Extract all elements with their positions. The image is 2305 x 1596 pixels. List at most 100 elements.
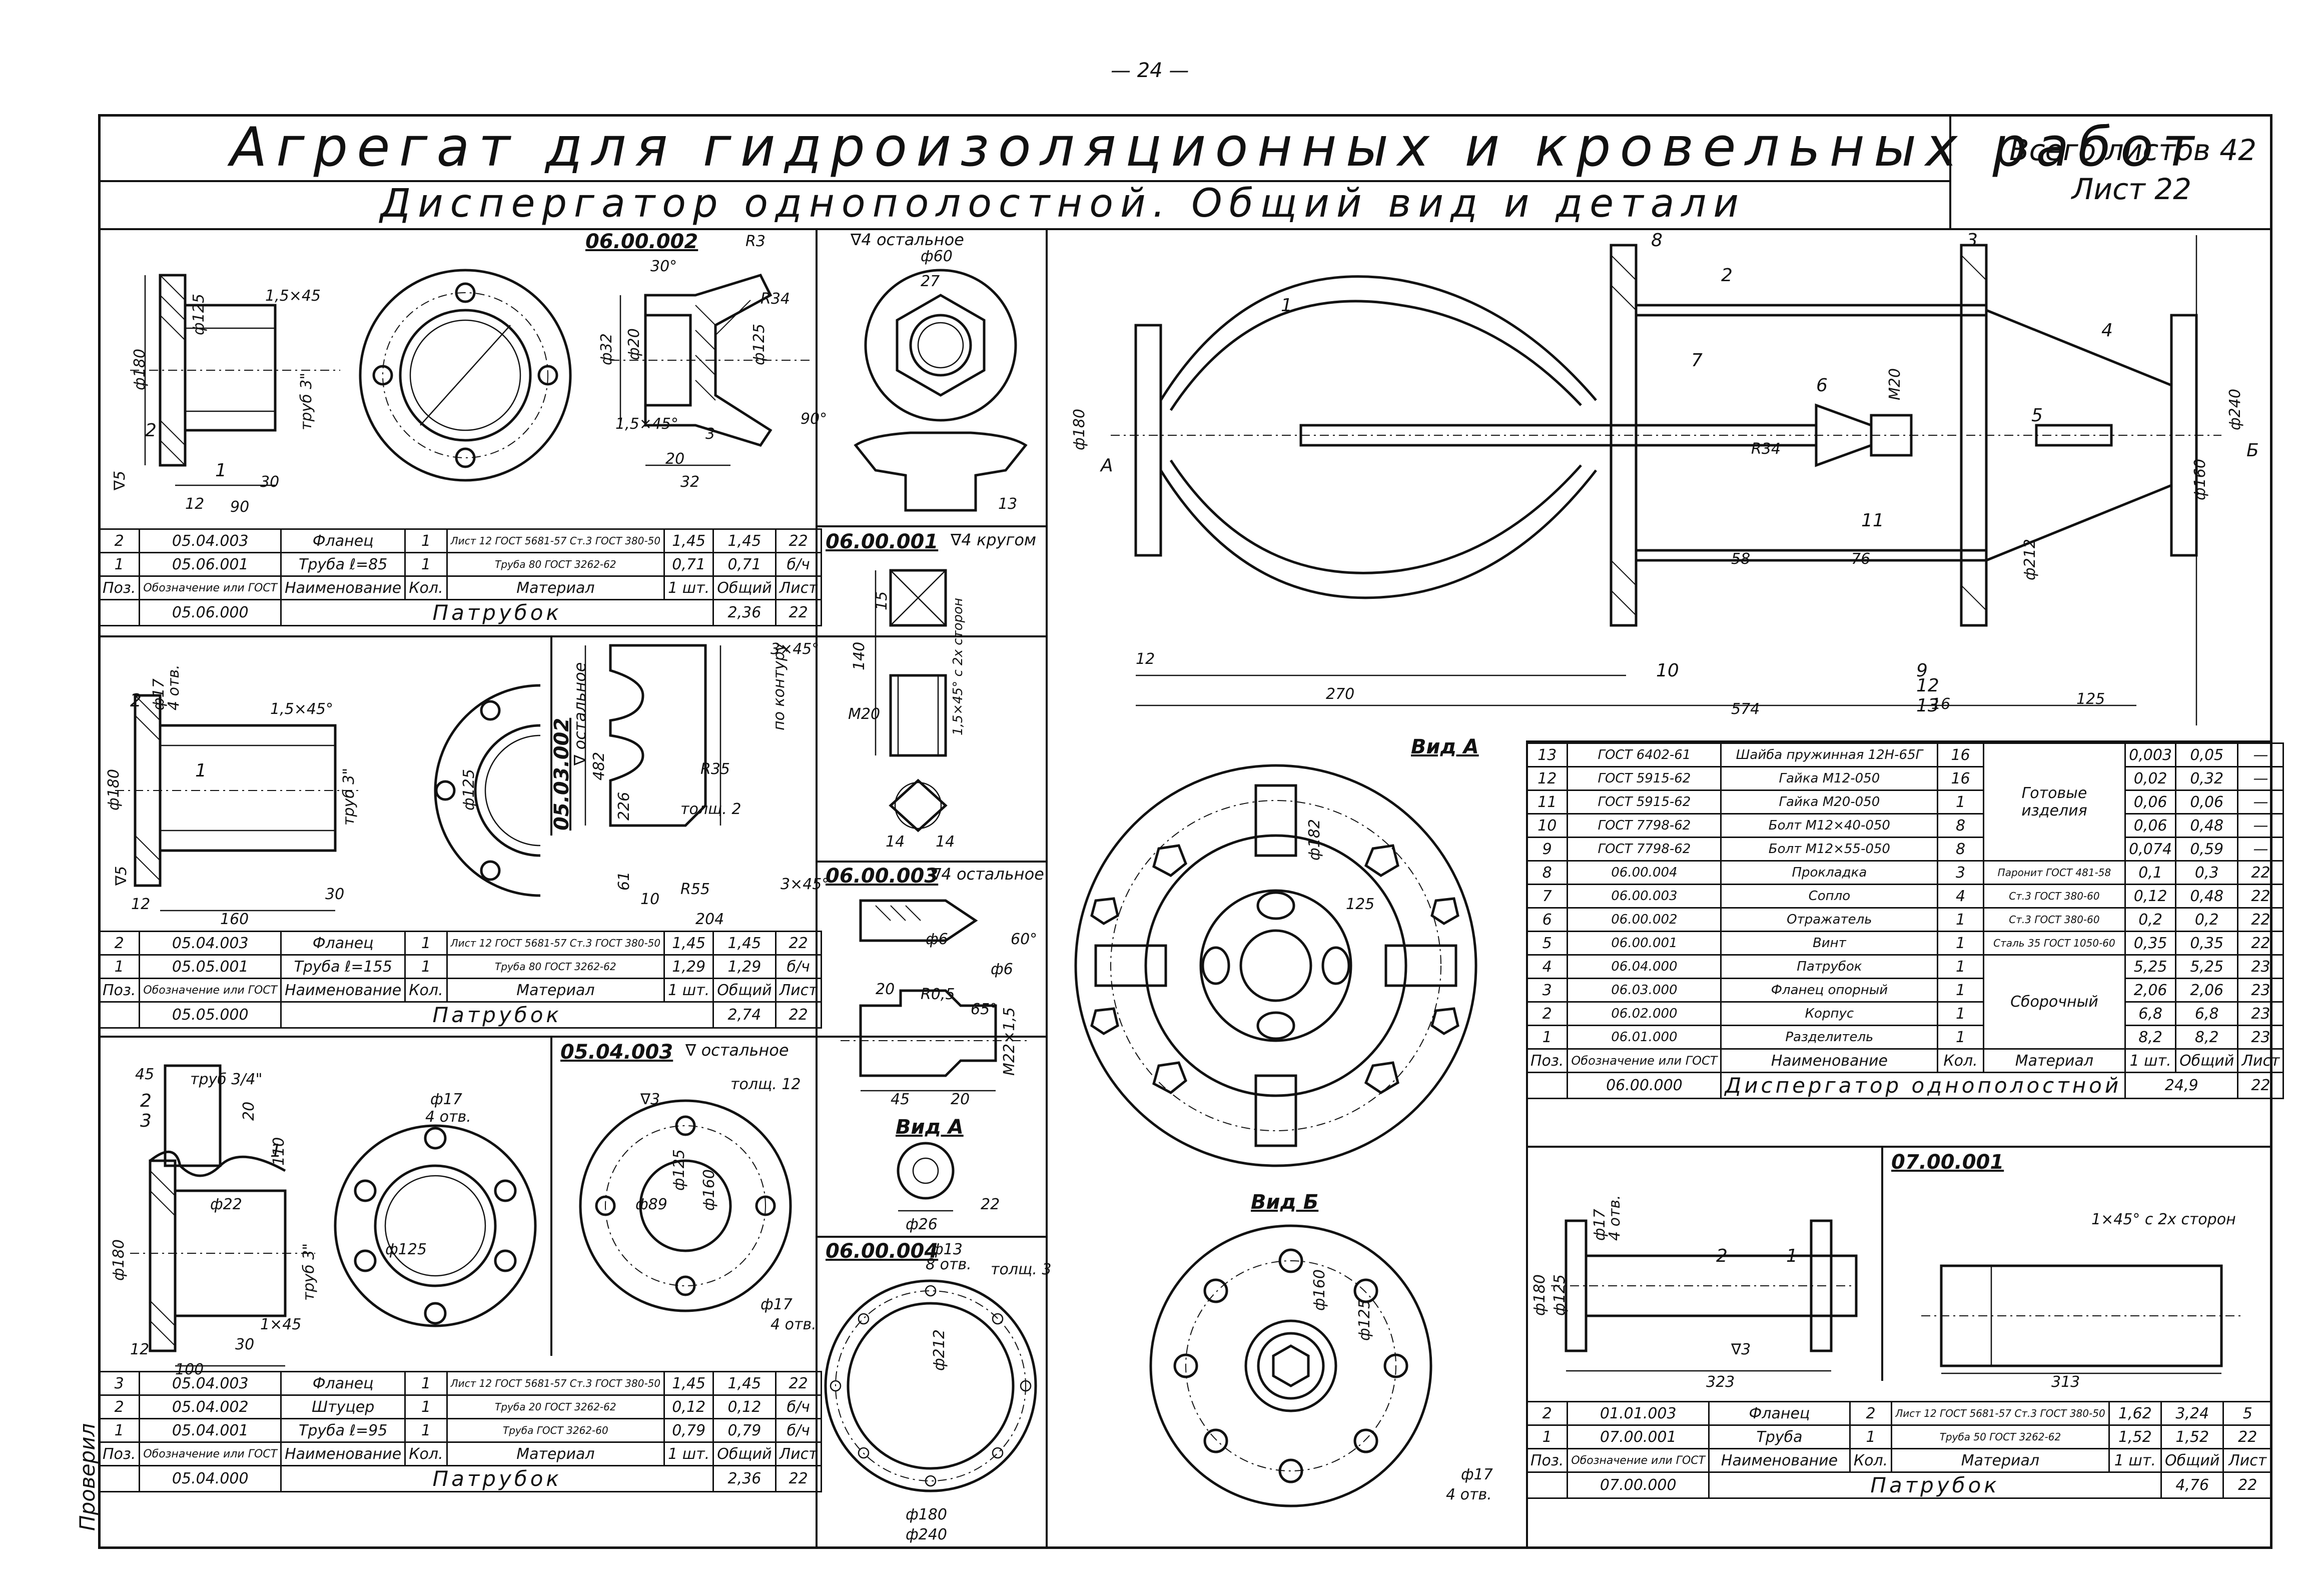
dim-12: 12 — [185, 495, 205, 513]
assembly-view-marker-b: Б — [2246, 440, 2259, 461]
part-0505-side-view — [115, 694, 360, 912]
dim-chamfer-0505: 1,5×45° — [270, 700, 334, 718]
dim-d180-060004: ф180 — [906, 1506, 947, 1523]
cell-w2: 0,06 — [2175, 789, 2239, 815]
dim-4holes-0504: 4 отв. — [425, 1108, 471, 1126]
dim-chamfer: 1,5×45 — [265, 287, 321, 305]
cell-pos: 7 — [1525, 884, 1569, 909]
detail-code-050403: 05.04.003 — [560, 1041, 673, 1064]
cell-code: 06.03.000 — [1567, 978, 1722, 1003]
dim-3x45-bottom: 3×45° — [781, 876, 830, 893]
cell-sheet: — — [2237, 789, 2284, 815]
assembly-dim-16: 16 — [1931, 695, 1951, 713]
dim-d6b: ф6 — [991, 961, 1013, 978]
sheet-number: Лист 22 — [2071, 172, 2191, 206]
roughness-note-060003: ∇4 остальное — [931, 865, 1044, 884]
dim-d180-0504: ф180 — [110, 1239, 128, 1281]
cell-w1: 0,06 — [2124, 789, 2177, 815]
dim-pipe: труб 3" — [298, 372, 315, 430]
assembly-pos-13: 13 — [1916, 695, 1939, 716]
cell-sheet: 22 — [2237, 884, 2284, 909]
cell-w2: 0,32 — [2175, 766, 2239, 791]
cell-w1: 0,074 — [2124, 837, 2177, 862]
cell-pos: 10 — [1525, 813, 1569, 838]
view-b-dim-d17: ф17 — [1461, 1466, 1493, 1483]
dim-45-0504: 45 — [135, 1066, 155, 1083]
assembly-dim-12: 12 — [1136, 650, 1155, 668]
cell-code: ГОСТ 5915-62 — [1567, 766, 1722, 791]
surface-5-0505: ∇5 — [113, 866, 130, 886]
cell-name: Прокладка — [1720, 860, 1939, 885]
assembly-pos-8: 8 — [1651, 230, 1663, 251]
dim-d160-050403: ф160 — [700, 1169, 718, 1211]
cell-w1: 2,06 — [2124, 978, 2177, 1003]
cell-w2: 0,59 — [2175, 837, 2239, 862]
cell-code: ГОСТ 7798-62 — [1567, 837, 1722, 862]
cell-code: 06.00.004 — [1567, 860, 1722, 885]
view-b-dim-d160: ф160 — [1311, 1269, 1328, 1311]
roughness-note-050302: ∇ остальное — [570, 662, 589, 766]
cell-pos: 4 — [1525, 954, 1569, 979]
cell-name: Сопло — [1720, 884, 1939, 909]
dim-d125-0700: ф125 — [1551, 1274, 1569, 1316]
detail-code-070001: 07.00.001 — [1891, 1151, 2004, 1174]
cell-qty: 1 — [1937, 789, 1984, 815]
dim-d17-0504: ф17 — [430, 1091, 462, 1108]
dim-22-view-a: 22 — [981, 1196, 1000, 1213]
cell-code: ГОСТ 7798-62 — [1567, 813, 1722, 838]
cell-name: Винт — [1720, 931, 1939, 956]
dim-d180-0505: ф180 — [105, 769, 123, 811]
cell-w1: 0,1 — [2124, 860, 2177, 885]
dim-4holes: 4 отв. — [165, 664, 183, 710]
dim-d240-060004: ф240 — [906, 1526, 947, 1543]
assembly-dim-58: 58 — [1731, 550, 1751, 568]
dim-15: 15 — [873, 591, 891, 610]
cell-mat: Ст.3 ГОСТ 380-60 — [1982, 907, 2126, 932]
dim-d125-050403: ф125 — [670, 1149, 688, 1191]
pos-1-0700: 1 — [1786, 1246, 1798, 1266]
assembly-pos-2: 2 — [1721, 265, 1733, 286]
cell-qty: 1 — [1937, 1001, 1984, 1026]
dim-30deg: 30° — [650, 258, 677, 275]
dim-d60: ф60 — [921, 248, 953, 265]
cell-w2: 0,48 — [2175, 884, 2239, 909]
assembly-pos-6: 6 — [1816, 375, 1828, 396]
cell-name: Гайка М20-050 — [1720, 789, 1939, 815]
roughness-note-060001: ∇4 кругом — [951, 530, 1037, 549]
detail-code-060004: 06.00.004 — [826, 1240, 939, 1263]
pos-2-0700: 2 — [1716, 1246, 1728, 1266]
cell-mat: Паронит ГОСТ 481-58 — [1982, 860, 2126, 885]
dim-d180-0700: ф180 — [1531, 1274, 1549, 1316]
cell-code: 06.00.003 — [1567, 884, 1722, 909]
dim-m20: М20 — [848, 705, 881, 723]
cell-pos: 8 — [1525, 860, 1569, 885]
dim-pipe3-0504: труб 3" — [300, 1243, 318, 1301]
dim-d20: ф20 — [625, 328, 643, 360]
cell-code: 06.00.001 — [1567, 931, 1722, 956]
part-0504-side-view — [130, 1064, 315, 1367]
dim-482: 482 — [590, 751, 608, 780]
detail-060002-top-view — [854, 269, 1028, 512]
view-b-dim-d125: ф125 — [1356, 1299, 1373, 1341]
detail-060002-section — [610, 273, 811, 466]
cell-pos: 11 — [1525, 789, 1569, 815]
dim-65deg: 65° — [971, 1001, 998, 1018]
pos-2: 2 — [145, 420, 157, 441]
detail-060003 — [841, 899, 1031, 1092]
cell-code: 06.04.000 — [1567, 954, 1722, 979]
assembly-pos-1: 1 — [1281, 295, 1292, 316]
table-footer: 06.00.000 Диспергатор однополостной 24,9… — [1525, 1072, 2284, 1099]
dim-226: 226 — [615, 791, 633, 821]
cell-mat: Ст.3 ГОСТ 380-60 — [1982, 884, 2126, 909]
